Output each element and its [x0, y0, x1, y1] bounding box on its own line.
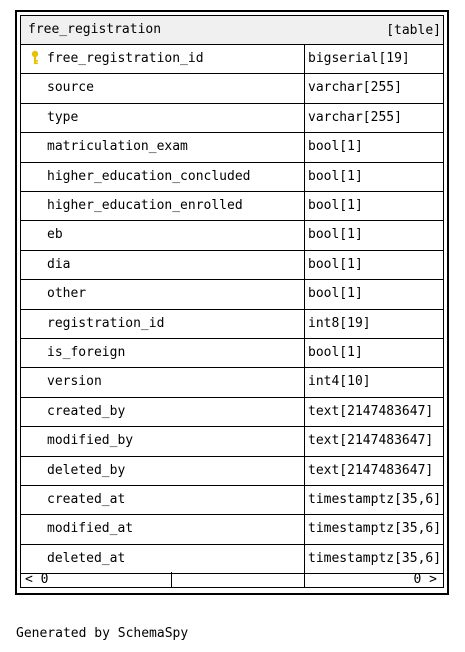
column-type: timestamptz[35,6]: [308, 521, 442, 537]
table-box: free_registration [table] free_registrat…: [15, 10, 449, 595]
column-type: varchar[255]: [308, 80, 402, 96]
generated-by-text: Generated by SchemaSpy: [16, 626, 189, 641]
column-name: registration_id: [47, 315, 165, 331]
column-name: matriculation_exam: [47, 139, 188, 155]
table-row: created_at timestamptz[35,6]: [21, 486, 443, 516]
column-name: free_registration_id: [47, 51, 204, 66]
table-row: type varchar[255]: [21, 104, 443, 134]
table-row: dia bool[1]: [21, 251, 443, 281]
table-row: deleted_at timestamptz[35,6]: [21, 545, 443, 575]
table-row: higher_education_enrolled bool[1]: [21, 192, 443, 222]
table-row: registration_id int8[19]: [21, 310, 443, 339]
column-name: is_foreign: [47, 345, 126, 360]
table-header: free_registration [table]: [21, 16, 443, 45]
column-name: source: [47, 80, 94, 96]
column-name: deleted_by: [47, 462, 126, 478]
table-row: matriculation_exam bool[1]: [21, 133, 443, 163]
column-type: text[2147483647]: [308, 462, 434, 478]
table-row: deleted_by text[2147483647]: [21, 457, 443, 486]
column-name: modified_by: [47, 433, 134, 449]
column-type: timestamptz[35,6]: [308, 492, 442, 507]
column-name: modified_at: [47, 521, 134, 537]
column-type: text[2147483647]: [308, 433, 434, 449]
column-type: int8[19]: [308, 315, 371, 331]
column-name: created_by: [47, 403, 126, 419]
column-name: version: [47, 374, 102, 390]
column-type: bool[1]: [308, 256, 363, 272]
table-inner: free_registration [table] free_registrat…: [20, 15, 444, 588]
column-type: bool[1]: [308, 227, 363, 243]
column-type: bool[1]: [308, 198, 363, 213]
footer-divider: [171, 572, 172, 588]
column-type: bool[1]: [308, 286, 363, 302]
table-name: free_registration: [28, 22, 162, 37]
column-name: dia: [47, 256, 71, 272]
footer-left: < 0: [25, 572, 49, 587]
column-name: eb: [47, 227, 63, 243]
table-row: version int4[10]: [21, 368, 443, 398]
column-type: timestamptz[35,6]: [308, 550, 442, 566]
table-row: is_foreign bool[1]: [21, 339, 443, 369]
table-footer: < 0 0 >: [21, 572, 443, 588]
table-row: eb bool[1]: [21, 221, 443, 251]
table-row: free_registration_id bigserial[19]: [21, 45, 443, 75]
footer-right: 0 >: [413, 572, 437, 587]
table-row: created_by text[2147483647]: [21, 398, 443, 428]
column-name: created_at: [47, 492, 126, 507]
table-row: higher_education_concluded bool[1]: [21, 163, 443, 192]
column-name: deleted_at: [47, 550, 126, 566]
column-type: int4[10]: [308, 374, 371, 390]
table-kind: [table]: [386, 23, 441, 38]
column-name: type: [47, 109, 79, 125]
table-row: source varchar[255]: [21, 74, 443, 104]
column-type: bool[1]: [308, 139, 363, 155]
column-type: varchar[255]: [308, 109, 402, 125]
table-row: other bool[1]: [21, 280, 443, 310]
key-icon: [30, 50, 40, 66]
column-type: text[2147483647]: [308, 403, 434, 419]
column-type: bool[1]: [308, 345, 363, 360]
column-divider: [304, 45, 305, 588]
column-name: higher_education_enrolled: [47, 198, 243, 213]
column-name: other: [47, 286, 87, 302]
column-name: higher_education_concluded: [47, 168, 251, 184]
column-type: bool[1]: [308, 168, 363, 184]
column-type: bigserial[19]: [308, 51, 410, 66]
table-row: modified_by text[2147483647]: [21, 427, 443, 457]
table-row: modified_at timestamptz[35,6]: [21, 515, 443, 545]
